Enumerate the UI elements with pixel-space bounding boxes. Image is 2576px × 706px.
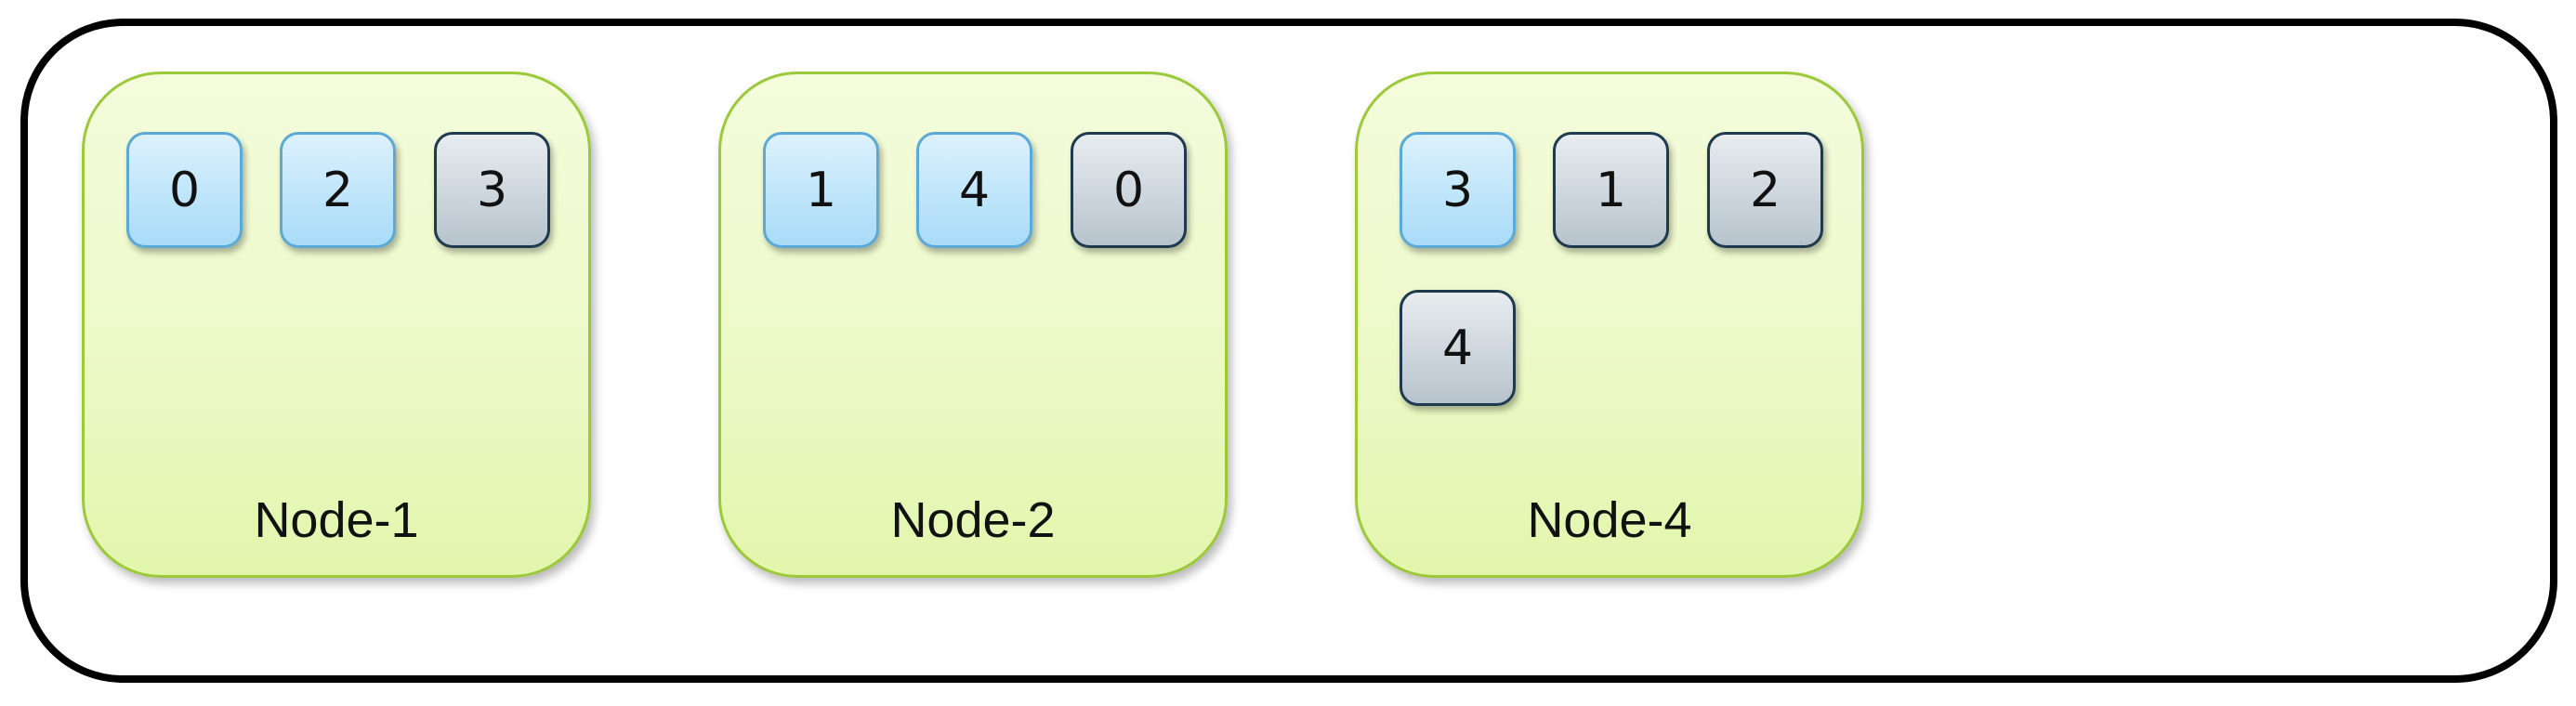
- node-1-box: 0 2 3 Node-1: [82, 72, 591, 578]
- shard-tile-primary: 3: [1400, 132, 1516, 248]
- shard-tile-replica: 0: [1071, 132, 1187, 248]
- node-label: Node-4: [1527, 492, 1692, 548]
- node-label: Node-2: [890, 492, 1056, 548]
- shard-tile-primary: 2: [280, 132, 396, 248]
- shard-tile-primary: 4: [916, 132, 1032, 248]
- shard-tile-replica: 1: [1553, 132, 1669, 248]
- shard-tile-primary: 0: [126, 132, 243, 248]
- shard-tile-replica: 4: [1400, 290, 1516, 406]
- node-4-box: 3 1 2 4 Node-4: [1355, 72, 1864, 578]
- shard-tile-replica: 3: [434, 132, 550, 248]
- node-label: Node-1: [254, 492, 419, 548]
- node-2-box: 1 4 0 Node-2: [718, 72, 1228, 578]
- shard-tile-replica: 2: [1707, 132, 1823, 248]
- shard-tile-primary: 1: [763, 132, 879, 248]
